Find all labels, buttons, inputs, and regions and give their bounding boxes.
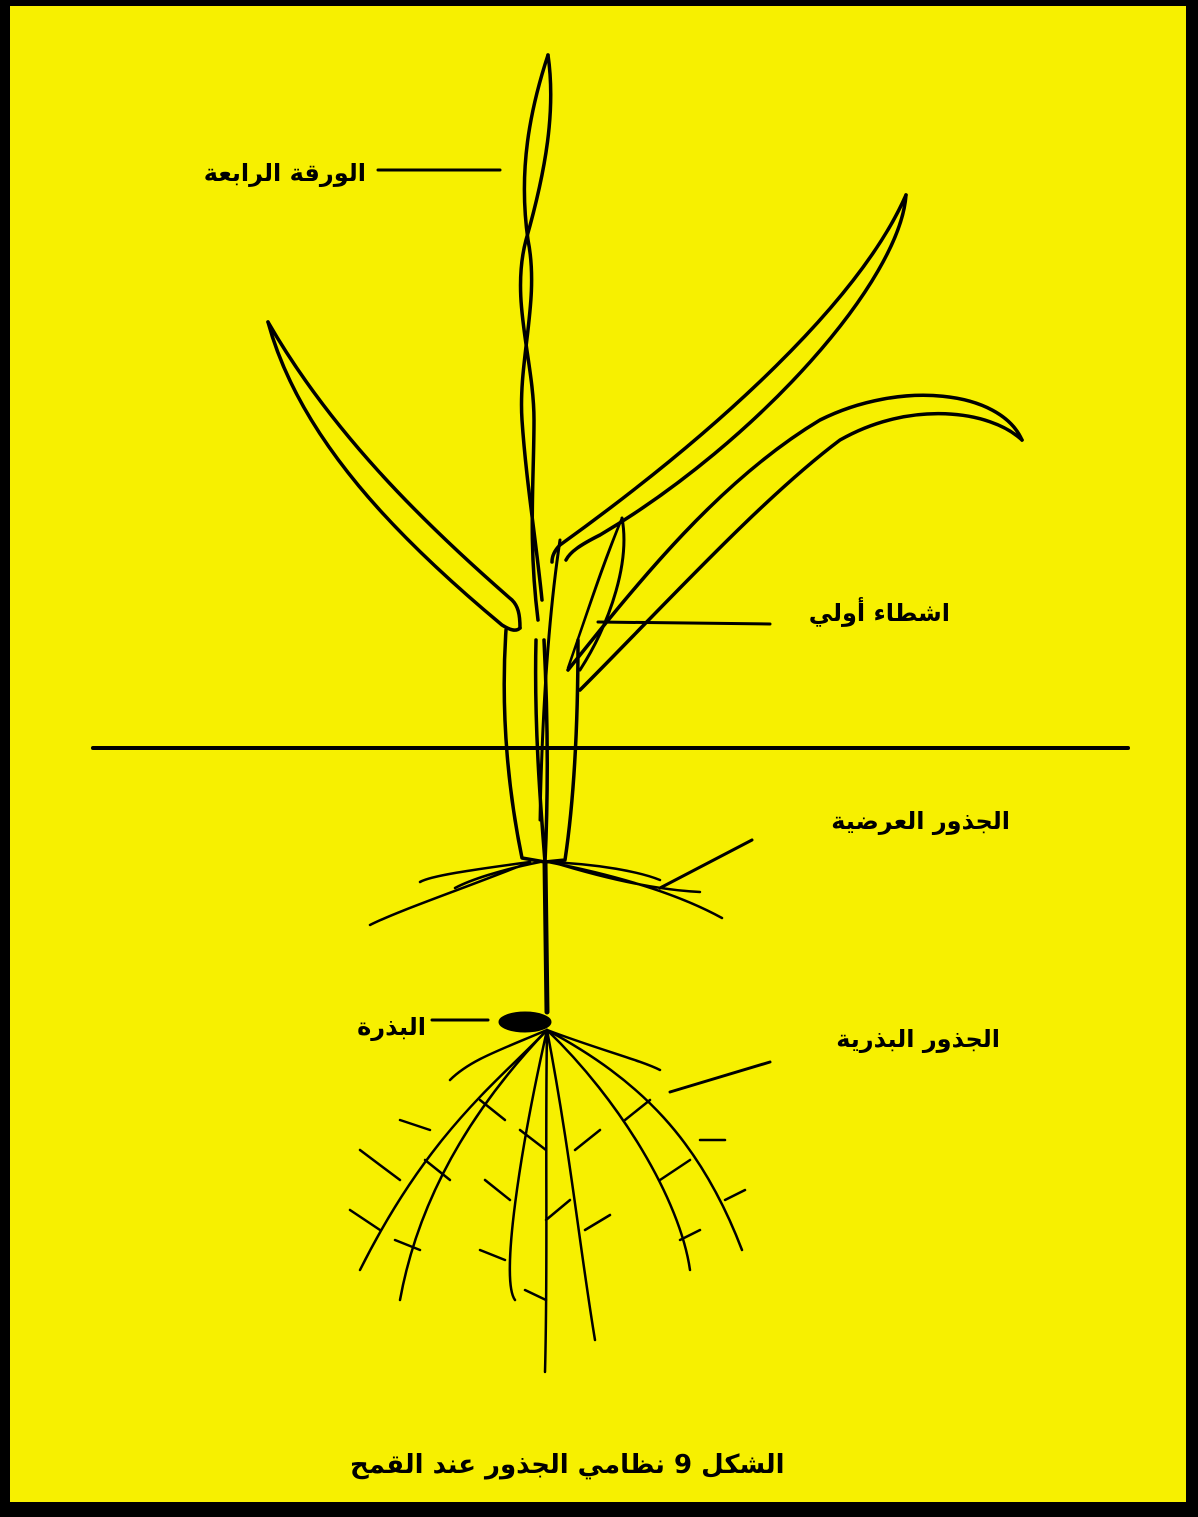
leader-crown-roots [660, 840, 752, 888]
upper-right-leaf [552, 195, 906, 562]
diagram-frame: الورقة الرابعة اشطاء أولي الجذور العرضية… [10, 6, 1186, 1502]
seed [499, 1012, 551, 1032]
label-primary-tiller: اشطاء أولي [809, 598, 950, 628]
tiller-stem [540, 540, 560, 820]
leader-seminal-roots [670, 1062, 770, 1092]
right-leaf-edge [580, 414, 1022, 690]
subcrown-internode [545, 862, 547, 1012]
left-leaf [268, 322, 520, 630]
right-leaf [568, 395, 1022, 670]
seminal-roots [350, 1030, 745, 1372]
figure-caption: الشكل 9 نظامي الجذور عند القمح [350, 1450, 785, 1480]
left-leaf-edge [268, 322, 520, 628]
wheat-plant-illustration [10, 6, 1186, 1502]
main-stem-inner [544, 640, 578, 862]
label-seed: البذرة [357, 1012, 426, 1042]
label-fourth-leaf: الورقة الرابعة [204, 158, 366, 188]
label-crown-roots: الجذور العرضية [831, 806, 1010, 836]
label-seminal-roots: الجذور البذرية [836, 1024, 1000, 1054]
leader-primary-tiller [598, 622, 770, 624]
upper-right-leaf-edge [566, 195, 906, 560]
